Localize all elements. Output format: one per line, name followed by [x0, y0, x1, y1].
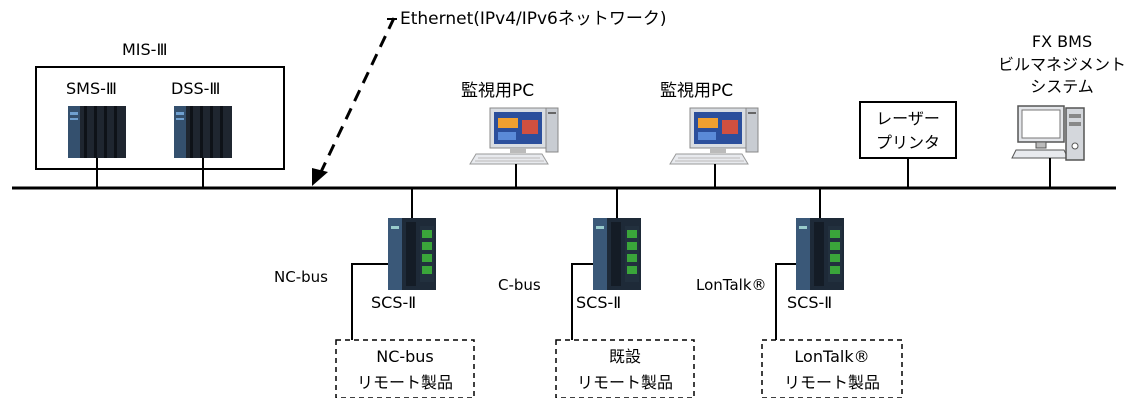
scs-3-remote-line1: LonTalk®: [794, 347, 869, 366]
scs-2-bus-label: C-bus: [498, 276, 541, 294]
fx-bms-computer: [1011, 105, 1085, 161]
mis-title: MIS-Ⅲ: [122, 40, 167, 59]
scs-2-label: SCS-Ⅱ: [576, 293, 621, 312]
laser-printer-line2: プリンタ: [876, 133, 940, 152]
fx-bms-line3: システム: [1030, 77, 1094, 96]
monitor-pc-1: [469, 107, 559, 165]
scs-2-device: [593, 218, 641, 290]
scs-2-bus-line: [571, 263, 593, 340]
scs-3-device: [796, 218, 844, 290]
fx-bms-line2: ビルマネジメント: [998, 55, 1126, 74]
scs-2-remote-line1: 既設: [609, 347, 641, 366]
dss-device: [174, 106, 232, 158]
ethernet-arrow-head: [312, 168, 328, 186]
scs-1-device: [388, 218, 436, 290]
fx-bms-line1: FX BMS: [1032, 32, 1092, 51]
scs-3-bus-label: LonTalk®: [696, 276, 767, 294]
dss-label: DSS-Ⅲ: [171, 79, 220, 98]
scs-3-label: SCS-Ⅱ: [787, 293, 832, 312]
sms-label: SMS-Ⅲ: [66, 79, 117, 98]
scs-2-remote-box: [555, 339, 695, 398]
scs-1-bus-line: [351, 263, 388, 340]
scs-2-remote-line2: リモート製品: [577, 373, 673, 392]
scs-1-remote-line2: リモート製品: [357, 373, 453, 392]
scs-1-label: SCS-Ⅱ: [371, 293, 416, 312]
sms-device: [68, 106, 126, 158]
ethernet-arrow-line: [318, 17, 396, 175]
scs-1-remote-box: [335, 339, 475, 398]
mis-group-box: [35, 66, 285, 170]
laser-printer-line1: レーザー: [876, 109, 940, 128]
scs-3-bus-line: [775, 263, 796, 340]
ethernet-label: Ethernet(IPv4/IPv6ネットワーク): [400, 9, 667, 29]
monitor-pc-2: [669, 107, 759, 165]
scs-1-bus-label: NC-bus: [274, 268, 328, 286]
scs-3-remote-line2: リモート製品: [784, 373, 880, 392]
scs-1-remote-line1: NC-bus: [376, 347, 434, 366]
monitor-pc-label-1: 監視用PC: [461, 81, 534, 101]
monitor-pc-label-2: 監視用PC: [660, 81, 733, 101]
laser-printer-box: [859, 101, 957, 159]
